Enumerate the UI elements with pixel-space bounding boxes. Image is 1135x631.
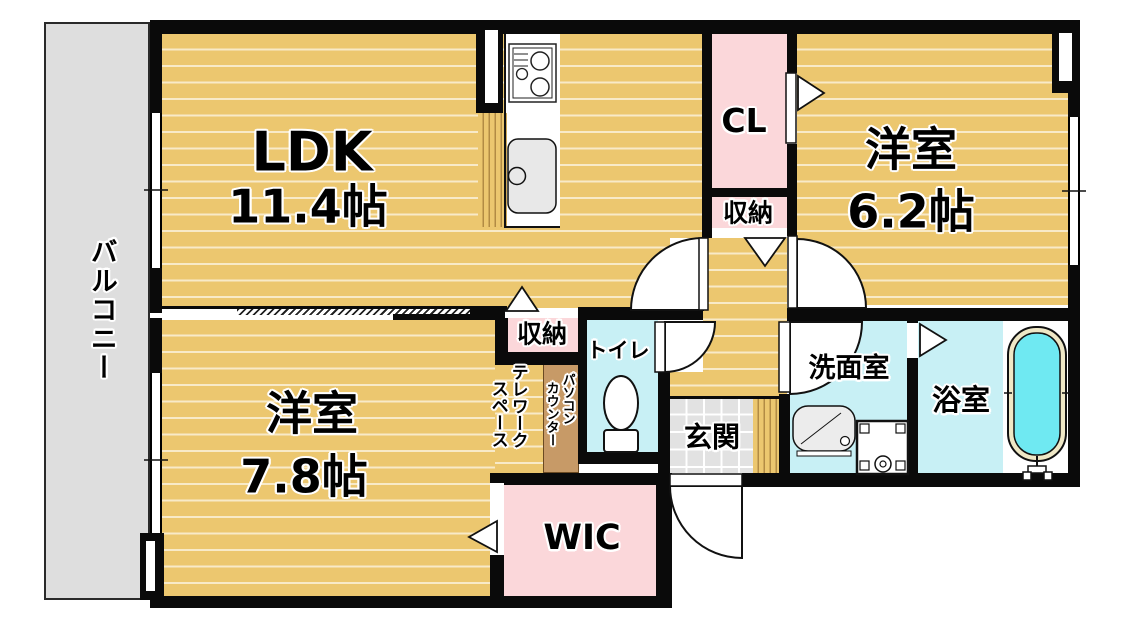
wic-area	[504, 485, 658, 597]
closet-label: CL	[721, 101, 767, 141]
pillar-slit	[146, 541, 155, 591]
balcony-area	[44, 22, 150, 600]
hallway-clearing	[670, 238, 703, 372]
window	[1068, 117, 1080, 265]
wall	[742, 473, 1080, 487]
entrance-label: 玄関	[683, 420, 741, 454]
telework-nook-floor	[495, 365, 543, 473]
wall	[787, 34, 797, 73]
wall	[490, 555, 504, 597]
entrance-tile-area	[670, 398, 753, 473]
bathtub-zone	[1003, 318, 1068, 473]
room-ldk-floor	[162, 34, 702, 308]
wall	[578, 307, 587, 464]
room-bedroom-south-floor	[162, 320, 495, 596]
wall	[1068, 93, 1080, 117]
window	[150, 113, 162, 268]
toilet-label: トイレ	[586, 338, 650, 363]
desk-storage-label: 収納	[516, 319, 568, 349]
washroom-label: 洗面室	[808, 353, 890, 385]
wall	[490, 473, 658, 485]
wall	[150, 20, 1080, 34]
wall	[787, 308, 1080, 321]
bedroom-south-size-label: 7.8帖	[240, 449, 368, 504]
pillar-slit	[1059, 33, 1072, 81]
pc-counter-label-col2: カウンター	[543, 381, 559, 447]
balcony-label: バルコニー	[85, 237, 117, 383]
wall	[578, 452, 670, 464]
wall	[787, 144, 797, 236]
bedroom-south-name-label: 洋室	[266, 386, 358, 441]
hall-storage-area	[712, 197, 787, 228]
washroom-area	[790, 318, 907, 475]
wall	[470, 306, 507, 320]
bedroom-east-size-label: 6.2帖	[847, 184, 975, 239]
sliding-door-panel	[393, 314, 473, 320]
kitchen-counter	[505, 34, 560, 227]
wall	[495, 312, 508, 365]
sliding-door-line	[160, 306, 473, 309]
wall	[779, 394, 790, 487]
hall-storage-label: 収納	[722, 198, 774, 228]
wic-opening	[490, 483, 504, 555]
pillar-slit	[485, 30, 498, 103]
wall	[658, 372, 670, 473]
wall	[490, 473, 504, 483]
wall	[907, 318, 918, 323]
telework-label-col1: テレワーク	[507, 363, 528, 449]
wall	[150, 596, 672, 608]
sliding-door-hatch	[237, 309, 473, 315]
door-arc-entrance	[668, 473, 743, 560]
wall	[150, 268, 162, 313]
wall	[907, 358, 918, 475]
bedroom-east-name-label: 洋室	[865, 122, 957, 177]
wall	[150, 318, 162, 373]
wic-label: WIC	[543, 518, 621, 559]
pc-counter-area	[543, 362, 579, 473]
wall	[495, 352, 587, 365]
storage-opening	[505, 311, 578, 318]
wall	[656, 473, 672, 608]
telework-label-col2: スペース	[487, 380, 508, 448]
pc-counter-label-col1: パソコン	[559, 373, 575, 425]
desk-storage-area	[508, 318, 578, 352]
wall	[150, 20, 162, 113]
wall	[702, 34, 712, 238]
bathroom-label: 浴室	[931, 383, 991, 418]
storage-opening	[712, 228, 787, 238]
wall	[1068, 265, 1080, 473]
wall	[702, 188, 797, 197]
window	[150, 373, 162, 533]
ldk-size-label: 11.4帖	[228, 179, 388, 234]
ldk-name-label: LDK	[251, 120, 373, 184]
entrance-step-strip	[753, 398, 780, 473]
wall-gap	[150, 313, 162, 318]
wall	[578, 307, 703, 320]
closet-cl-area	[712, 34, 787, 188]
entrance-step-line	[668, 396, 780, 399]
kitchen-side-panel	[478, 113, 507, 227]
